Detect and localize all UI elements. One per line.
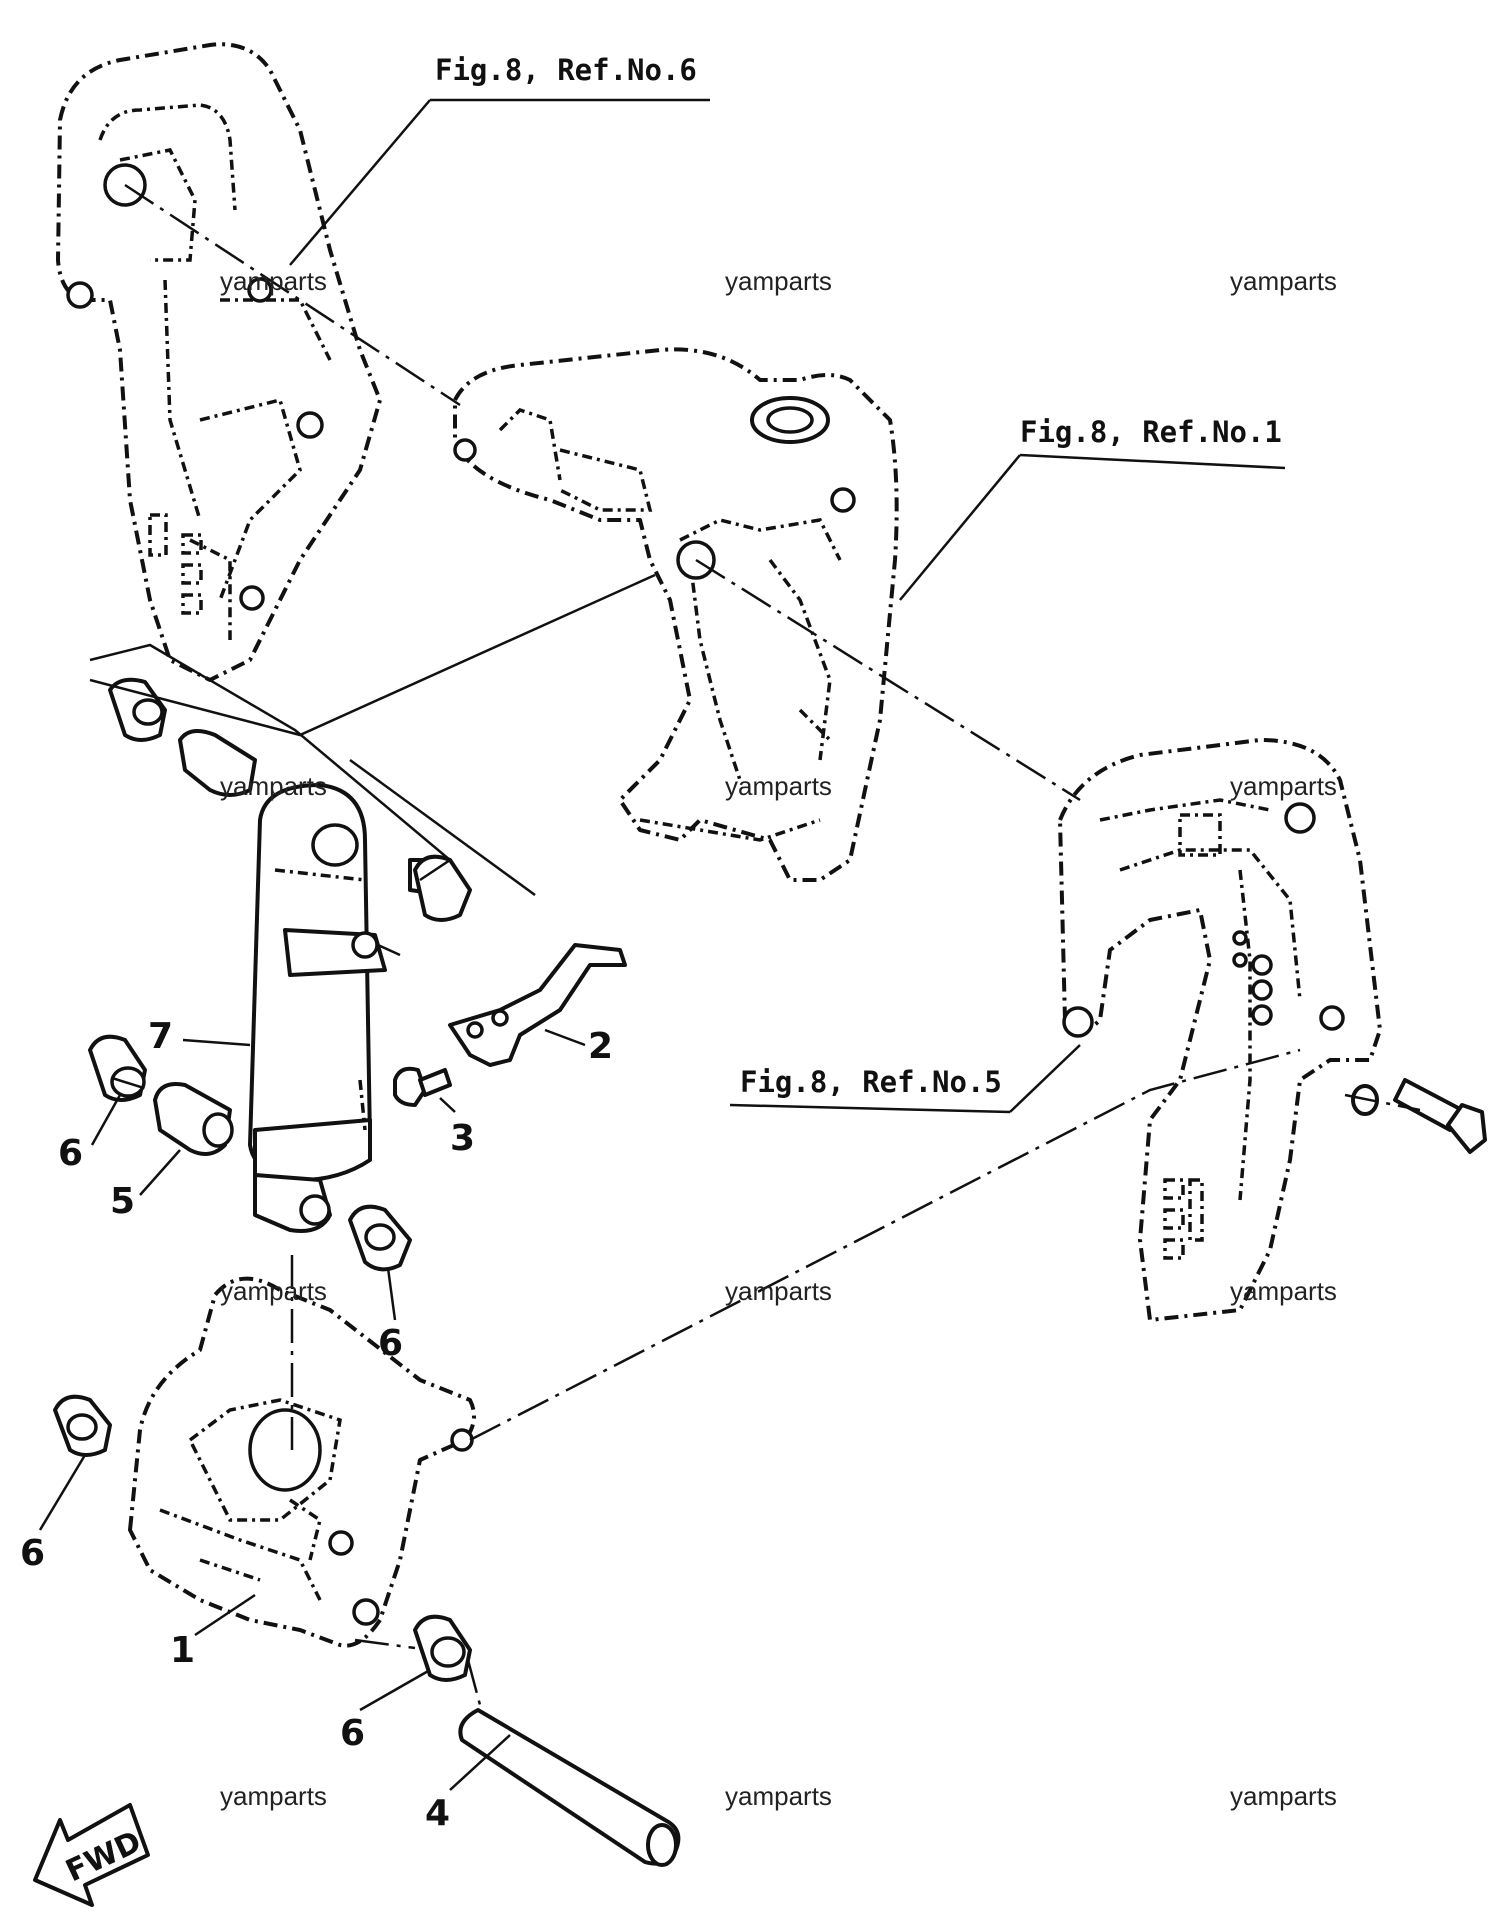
clamp-bracket-right [1058,738,1487,1322]
tilt-cylinder-part-7 [248,783,457,1233]
watermarks: yamparts yamparts yamparts yamparts yamp… [220,266,1337,1811]
bushing-part-6c [53,1394,112,1457]
watermark: yamparts [1230,771,1337,801]
bushing-part-6d [413,1614,472,1682]
screw-part-3 [393,1066,452,1107]
watermark: yamparts [725,266,832,296]
collar-part-5 [153,1082,234,1156]
bushing-part-6a [88,1034,147,1102]
ref-label-no1: Fig.8, Ref.No.1 [1020,415,1282,449]
callout-6d: 6 [340,1713,365,1754]
clip-part-2 [448,943,627,1067]
callout-2: 2 [588,1026,613,1067]
callout-7: 7 [148,1016,173,1057]
shaft-part-4 [458,1708,681,1867]
watermark: yamparts [1230,1276,1337,1306]
watermark: yamparts [725,1276,832,1306]
watermark: yamparts [1230,1781,1337,1811]
watermark: yamparts [1230,266,1337,296]
watermark: yamparts [725,771,832,801]
forward-arrow-icon: FWD [33,1803,150,1907]
bushing-part-6b [348,1204,412,1272]
assembly-lines [89,183,1421,1706]
tilt-stopper-bracket-part-1 [128,1276,476,1648]
callout-6a: 6 [58,1133,83,1174]
ref-label-no5: Fig.8, Ref.No.5 [740,1065,1002,1099]
callout-1: 1 [170,1630,195,1671]
watermark: yamparts [725,1781,832,1811]
swivel-bracket-center [453,347,899,882]
watermark: yamparts [220,771,327,801]
callout-6c: 6 [20,1533,45,1574]
callout-4: 4 [425,1793,450,1834]
callout-5: 5 [110,1181,135,1222]
callout-3: 3 [450,1118,475,1159]
watermark: yamparts [220,266,327,296]
ref-label-no6: Fig.8, Ref.No.6 [435,53,697,87]
leader-lines [38,98,1286,1791]
callout-6b: 6 [378,1323,403,1364]
watermark: yamparts [220,1781,327,1811]
clamp-bracket-left [56,42,382,682]
watermark: yamparts [220,1276,327,1306]
